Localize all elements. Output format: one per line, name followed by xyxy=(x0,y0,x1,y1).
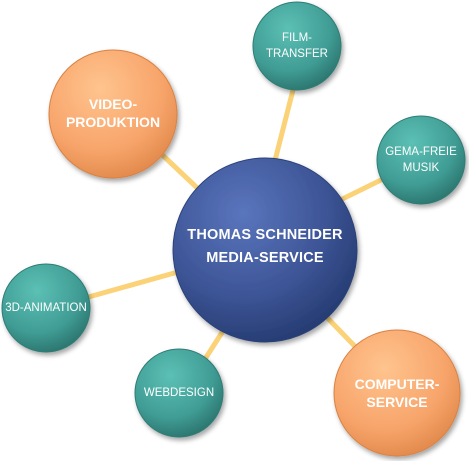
node-webdesign[interactable]: WEBDESIGN xyxy=(134,348,224,438)
center-node[interactable]: THOMAS SCHNEIDER MEDIA-SERVICE xyxy=(172,157,358,343)
node-computer-service[interactable]: COMPUTER- SERVICE xyxy=(333,329,461,457)
node-gema-freie-musik[interactable]: GEMA-FREIE MUSIK xyxy=(376,115,466,205)
center-label-line-2: MEDIA-SERVICE xyxy=(206,250,324,266)
3d-animation-label: 3D-ANIMATION xyxy=(5,302,87,314)
computer-service-label-line-1: COMPUTER- xyxy=(355,376,440,392)
video-produktion-label-line-2: PRODUKTION xyxy=(66,114,160,130)
node-video-produktion[interactable]: VIDEO- PRODUKTION xyxy=(48,49,178,179)
film-transfer-label-line-2: TRANSFER xyxy=(266,48,328,60)
video-produktion-label-line-1: VIDEO- xyxy=(89,96,138,112)
node-film-transfer[interactable]: FILM- TRANSFER xyxy=(252,1,342,91)
gema-freie-musik-label-line-2: MUSIK xyxy=(403,162,440,174)
computer-service-label-line-2: SERVICE xyxy=(366,394,427,410)
center-label-line-1: THOMAS SCHNEIDER xyxy=(187,227,343,243)
film-transfer-label-line-1: FILM- xyxy=(282,32,312,44)
connector-3d-animation xyxy=(82,267,188,301)
gema-freie-musik-label-line-1: GEMA-FREIE xyxy=(385,146,457,158)
webdesign-label: WEBDESIGN xyxy=(144,387,214,399)
node-3d-animation[interactable]: 3D-ANIMATION xyxy=(1,263,91,353)
